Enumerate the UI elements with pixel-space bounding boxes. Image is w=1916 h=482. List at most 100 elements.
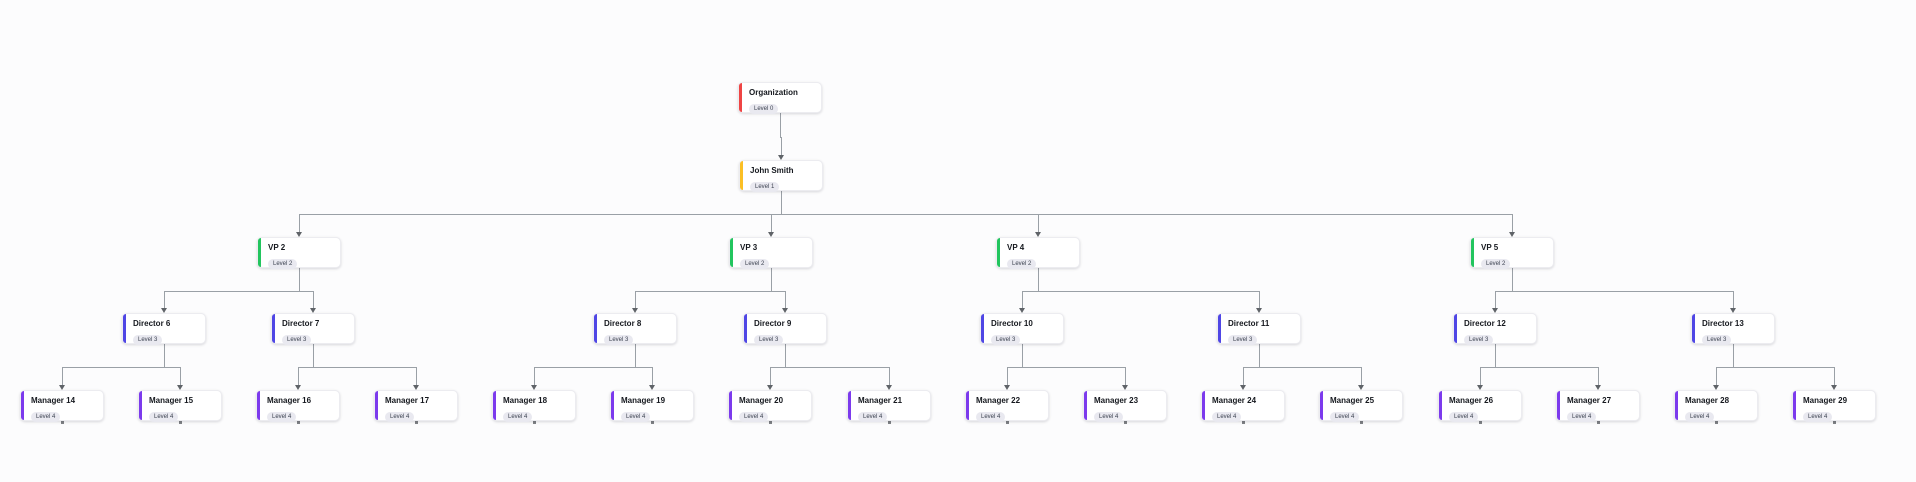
node-title: Manager 25 xyxy=(1330,396,1375,405)
connector-line xyxy=(781,137,782,155)
arrowhead-down-icon xyxy=(649,385,655,390)
connector-line xyxy=(771,214,772,232)
node-title: Manager 23 xyxy=(1094,396,1139,405)
node-manager-16[interactable]: Manager 16 Level 4 xyxy=(256,390,340,422)
accent-bar xyxy=(1675,391,1678,420)
node-title: VP 3 xyxy=(740,243,758,252)
node-title: Director 8 xyxy=(604,319,642,328)
connector-line xyxy=(1361,367,1362,385)
accent-bar xyxy=(739,83,742,112)
accent-bar xyxy=(1439,391,1442,420)
accent-bar xyxy=(966,391,969,420)
connector-line xyxy=(62,367,63,385)
arrowhead-down-icon xyxy=(768,232,774,237)
connector-line xyxy=(534,367,535,385)
node-title: VP 2 xyxy=(268,243,286,252)
connector-line xyxy=(1598,367,1599,385)
connector-line xyxy=(1716,367,1717,385)
node-level-badge: Level 4 xyxy=(503,412,533,422)
node-vp-2[interactable]: VP 2 Level 2 xyxy=(257,237,341,269)
connector-line xyxy=(164,344,165,367)
arrowhead-down-icon xyxy=(1492,308,1498,313)
arrowhead-down-icon xyxy=(310,308,316,313)
node-level-badge: Level 4 xyxy=(267,412,297,422)
connector-line xyxy=(1733,291,1734,308)
connector-line xyxy=(770,367,771,385)
connector-line xyxy=(1259,344,1260,367)
node-title: Director 7 xyxy=(282,319,320,328)
connector-line xyxy=(1480,367,1599,368)
connector-line xyxy=(1480,367,1481,385)
connector-line xyxy=(299,214,1513,215)
node-level-badge: Level 4 xyxy=(1685,412,1715,422)
connector-port-dot xyxy=(1360,421,1363,424)
connector-line xyxy=(299,268,300,291)
connector-line xyxy=(534,367,653,368)
node-title: Manager 16 xyxy=(267,396,312,405)
connector-port-dot xyxy=(1124,421,1127,424)
accent-bar xyxy=(123,314,126,343)
accent-bar xyxy=(1557,391,1560,420)
connector-line xyxy=(770,367,890,368)
accent-bar xyxy=(139,391,142,420)
connector-port-dot xyxy=(1715,421,1718,424)
node-level-badge: Level 2 xyxy=(1481,259,1511,269)
node-title: Manager 20 xyxy=(739,396,784,405)
node-title: Manager 29 xyxy=(1803,396,1848,405)
connector-line xyxy=(164,291,314,292)
node-title: Director 11 xyxy=(1228,319,1270,328)
connector-line xyxy=(889,367,890,385)
connector-line xyxy=(180,367,181,385)
connector-line xyxy=(1495,291,1496,308)
node-title: Organization xyxy=(749,88,798,97)
connector-port-dot xyxy=(1479,421,1482,424)
node-level-badge: Level 2 xyxy=(268,259,298,269)
arrowhead-down-icon xyxy=(295,385,301,390)
connector-line xyxy=(635,291,786,292)
arrowhead-down-icon xyxy=(413,385,419,390)
connector-line xyxy=(1834,367,1835,385)
node-manager-18[interactable]: Manager 18 Level 4 xyxy=(492,390,576,422)
connector-line xyxy=(1007,367,1008,385)
accent-bar xyxy=(258,238,261,267)
connector-line xyxy=(1512,268,1513,291)
connector-line xyxy=(299,214,300,232)
arrowhead-down-icon xyxy=(1595,385,1601,390)
node-title: Manager 18 xyxy=(503,396,548,405)
accent-bar xyxy=(375,391,378,420)
arrowhead-down-icon xyxy=(1358,385,1364,390)
connector-port-dot xyxy=(61,421,64,424)
node-title: Manager 21 xyxy=(858,396,903,405)
arrowhead-down-icon xyxy=(161,308,167,313)
connector-line xyxy=(780,113,781,137)
connector-line xyxy=(1733,344,1734,367)
